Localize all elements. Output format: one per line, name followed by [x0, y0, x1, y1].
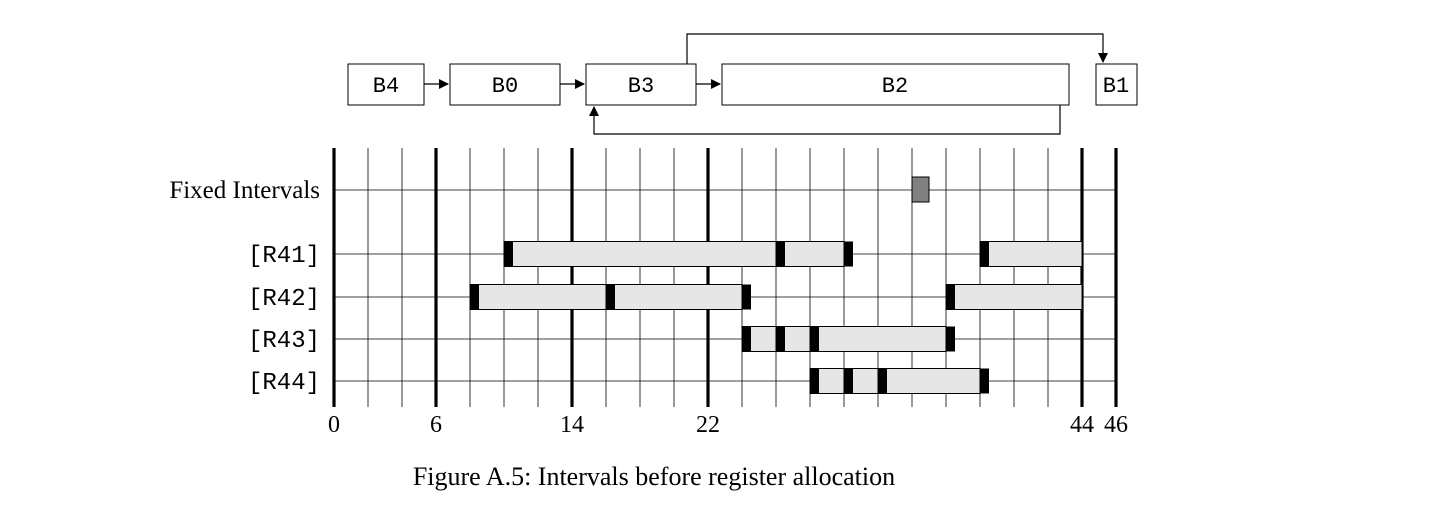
row-label-r44: [R44] — [248, 370, 320, 397]
interval-range — [809, 326, 947, 352]
use-position-mark — [810, 326, 819, 352]
block-b3-label: B3 — [628, 74, 654, 99]
block-b2: B2 — [721, 63, 1070, 106]
use-position-mark — [776, 241, 785, 267]
interval-range — [877, 368, 981, 394]
row-label-r41: [R41] — [248, 243, 320, 270]
axis-tick-label: 22 — [696, 412, 720, 438]
row-label-r42: [R42] — [248, 286, 320, 313]
use-position-mark — [606, 284, 615, 310]
interval-fixed — [911, 176, 930, 203]
interval-range — [469, 284, 607, 310]
use-position-mark — [946, 284, 955, 310]
interval-grid — [332, 148, 1118, 407]
axis-tick-label: 6 — [430, 412, 442, 438]
block-b1: B1 — [1095, 63, 1138, 106]
row-label-r43: [R43] — [248, 328, 320, 355]
fixed-interval-range — [911, 176, 930, 203]
axis-tick-label: 14 — [560, 412, 584, 438]
use-position-mark — [844, 368, 853, 394]
use-position-mark — [810, 368, 819, 394]
use-position-mark — [878, 368, 887, 394]
block-b4: B4 — [347, 63, 425, 106]
block-b0: B0 — [449, 63, 561, 106]
axis-tick-labels: 0 6 14 22 44 46 — [328, 412, 1128, 438]
interval-bars — [469, 176, 1083, 394]
block-b2-label: B2 — [882, 74, 908, 99]
block-b1-label: B1 — [1103, 74, 1129, 99]
row-labels: Fixed Intervals [R41] [R42] [R43] [R44] — [169, 177, 320, 397]
block-b3: B3 — [585, 63, 697, 106]
use-position-mark — [946, 326, 955, 352]
interval-range — [775, 241, 845, 267]
use-position-mark — [980, 241, 989, 267]
figure-caption: Figure A.5: Intervals before register al… — [412, 462, 896, 491]
edge-b2-b3-loop — [589, 105, 1061, 135]
interval-range — [945, 284, 1083, 310]
block-b0-label: B0 — [492, 74, 518, 99]
axis-tick-label: 0 — [328, 412, 340, 438]
interval-range — [979, 241, 1083, 267]
use-position-mark — [742, 284, 751, 310]
edge-b3-b1 — [686, 33, 1108, 64]
use-position-mark — [742, 326, 751, 352]
use-position-mark — [776, 326, 785, 352]
row-label-fixed: Fixed Intervals — [169, 177, 320, 204]
interval-r42 — [469, 284, 1083, 310]
axis-tick-label: 44 — [1070, 412, 1094, 438]
interval-r44 — [809, 368, 989, 394]
interval-range — [605, 284, 743, 310]
use-position-mark — [980, 368, 989, 394]
interval-r43 — [741, 326, 955, 352]
use-position-mark — [504, 241, 513, 267]
interval-range — [503, 241, 777, 267]
use-position-mark — [844, 241, 853, 267]
use-position-mark — [470, 284, 479, 310]
block-b4-label: B4 — [373, 74, 399, 99]
interval-r41 — [503, 241, 1083, 267]
control-flow-graph: B4 B0 B3 B2 B1 — [347, 33, 1138, 135]
axis-tick-label: 46 — [1104, 412, 1128, 438]
